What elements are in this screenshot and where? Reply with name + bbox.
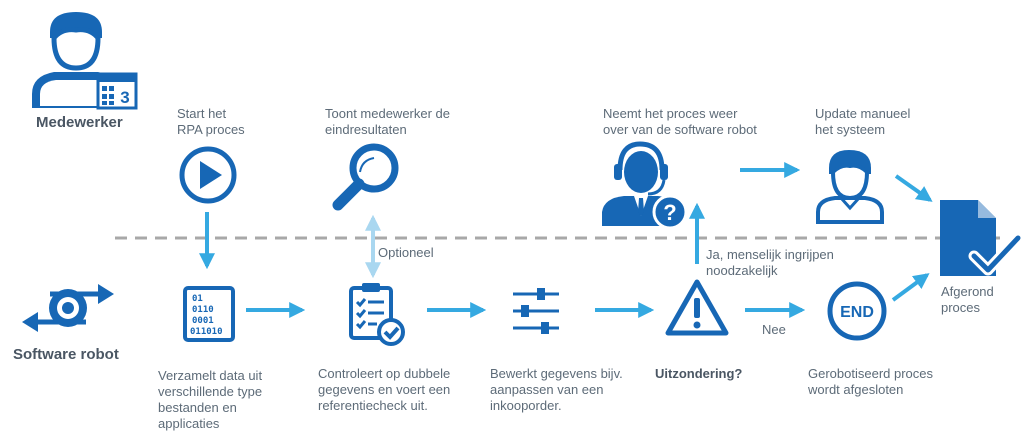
person-icon	[816, 150, 884, 224]
step-collect-label: Verzamelt data uit verschillende type be…	[158, 368, 263, 431]
no-branch-label: Nee	[762, 322, 786, 337]
end-badge-text: END	[840, 304, 874, 321]
yes-branch-label: Ja, menselijk ingrijpen noodzakelijk	[706, 247, 834, 278]
step-done-label: Afgerond proces	[941, 284, 994, 315]
lane-label-robot: Software robot	[13, 346, 119, 363]
step-update-label: Update manueel het systeem	[815, 106, 911, 137]
svg-text:0001: 0001	[192, 316, 214, 326]
step-check-label: Controleert op dubbele gegevens en voert…	[318, 366, 451, 413]
step-results-label: Toont medewerker de eindresultaten	[325, 106, 451, 137]
lane-label-employee: Medewerker	[36, 114, 123, 131]
headset-agent-icon: ?	[602, 141, 688, 230]
binary-data-icon: 01 0110 0001 011010	[183, 286, 235, 342]
step-start-label: Start het RPA proces	[177, 106, 245, 137]
person-calendar-icon: 3	[32, 12, 138, 110]
sliders-icon	[513, 288, 559, 334]
clipboard-check-icon	[349, 283, 405, 346]
robot-gear-icon	[22, 284, 114, 332]
arrow-end-to-done	[891, 273, 930, 302]
end-icon: END	[827, 281, 887, 341]
step-exception-label: Uitzondering?	[655, 366, 743, 381]
calendar-day: 3	[120, 88, 129, 107]
warning-icon	[665, 279, 729, 336]
step-takeover-label: Neemt het proces weer over van de softwa…	[603, 106, 757, 137]
magnifier-icon	[332, 143, 399, 211]
svg-text:?: ?	[663, 200, 676, 225]
svg-text:01: 01	[192, 294, 203, 304]
play-icon	[179, 146, 237, 204]
svg-text:0110: 0110	[192, 305, 214, 315]
step-closed-label: Gerobotiseerd proces wordt afgesloten	[808, 366, 934, 397]
optional-label: Optioneel	[378, 245, 434, 260]
arrow-update-to-done	[894, 174, 933, 202]
document-check-icon	[940, 200, 1024, 276]
svg-text:011010: 011010	[190, 327, 223, 337]
step-edit-label: Bewerkt gegevens bijv. aanpassen van een…	[490, 366, 623, 413]
